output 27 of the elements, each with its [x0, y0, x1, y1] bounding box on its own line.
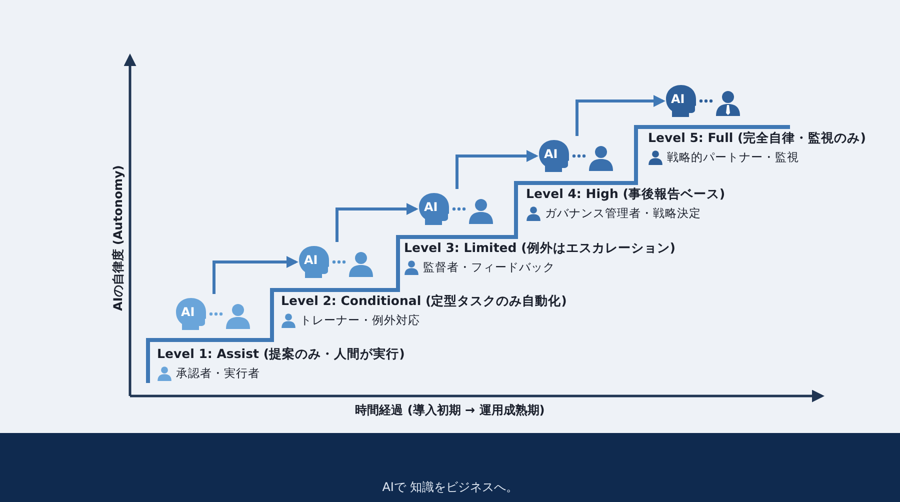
arrow	[576, 95, 666, 136]
role-text: ガバナンス管理者・戦略決定	[545, 205, 701, 221]
ai-label: AI	[544, 147, 558, 161]
level-title: Level 4: High (事後報告ベース)	[526, 186, 726, 202]
level-title: Level 5: Full (完全自律・監視のみ)	[648, 130, 866, 146]
tagline: AIで 知識をビジネスへ。	[381, 479, 519, 495]
arrow	[336, 203, 418, 242]
ai-head-icon	[666, 85, 696, 117]
level-title: Level 1: Assist (提案のみ・人間が実行)	[157, 346, 405, 362]
ai-head-icon	[419, 193, 449, 225]
level-title: Level 2: Conditional (定型タスクのみ自動化)	[281, 293, 567, 309]
ai-head-icon	[539, 140, 569, 172]
ai-label: AI	[424, 200, 438, 214]
level-title: Level 3: Limited (例外はエスカレーション)	[404, 240, 676, 256]
ai-head-icon	[299, 246, 329, 278]
axis-label: 時間経過 (導入初期 → 運用成熟期)	[354, 402, 546, 418]
arrow	[456, 150, 538, 189]
role-text: トレーナー・例外対応	[300, 312, 420, 328]
ai-label: AI	[671, 92, 685, 106]
role-text: 戦略的パートナー・監視	[667, 149, 799, 165]
ai-head-icon	[176, 298, 206, 330]
role-text: 監督者・フィードバック	[423, 259, 555, 275]
ai-label: AI	[181, 305, 195, 319]
role-text: 承認者・実行者	[176, 365, 260, 381]
axis-label: AIの自律度 (Autonomy)	[110, 164, 126, 313]
ai-label: AI	[304, 253, 318, 267]
arrow	[212, 256, 298, 294]
